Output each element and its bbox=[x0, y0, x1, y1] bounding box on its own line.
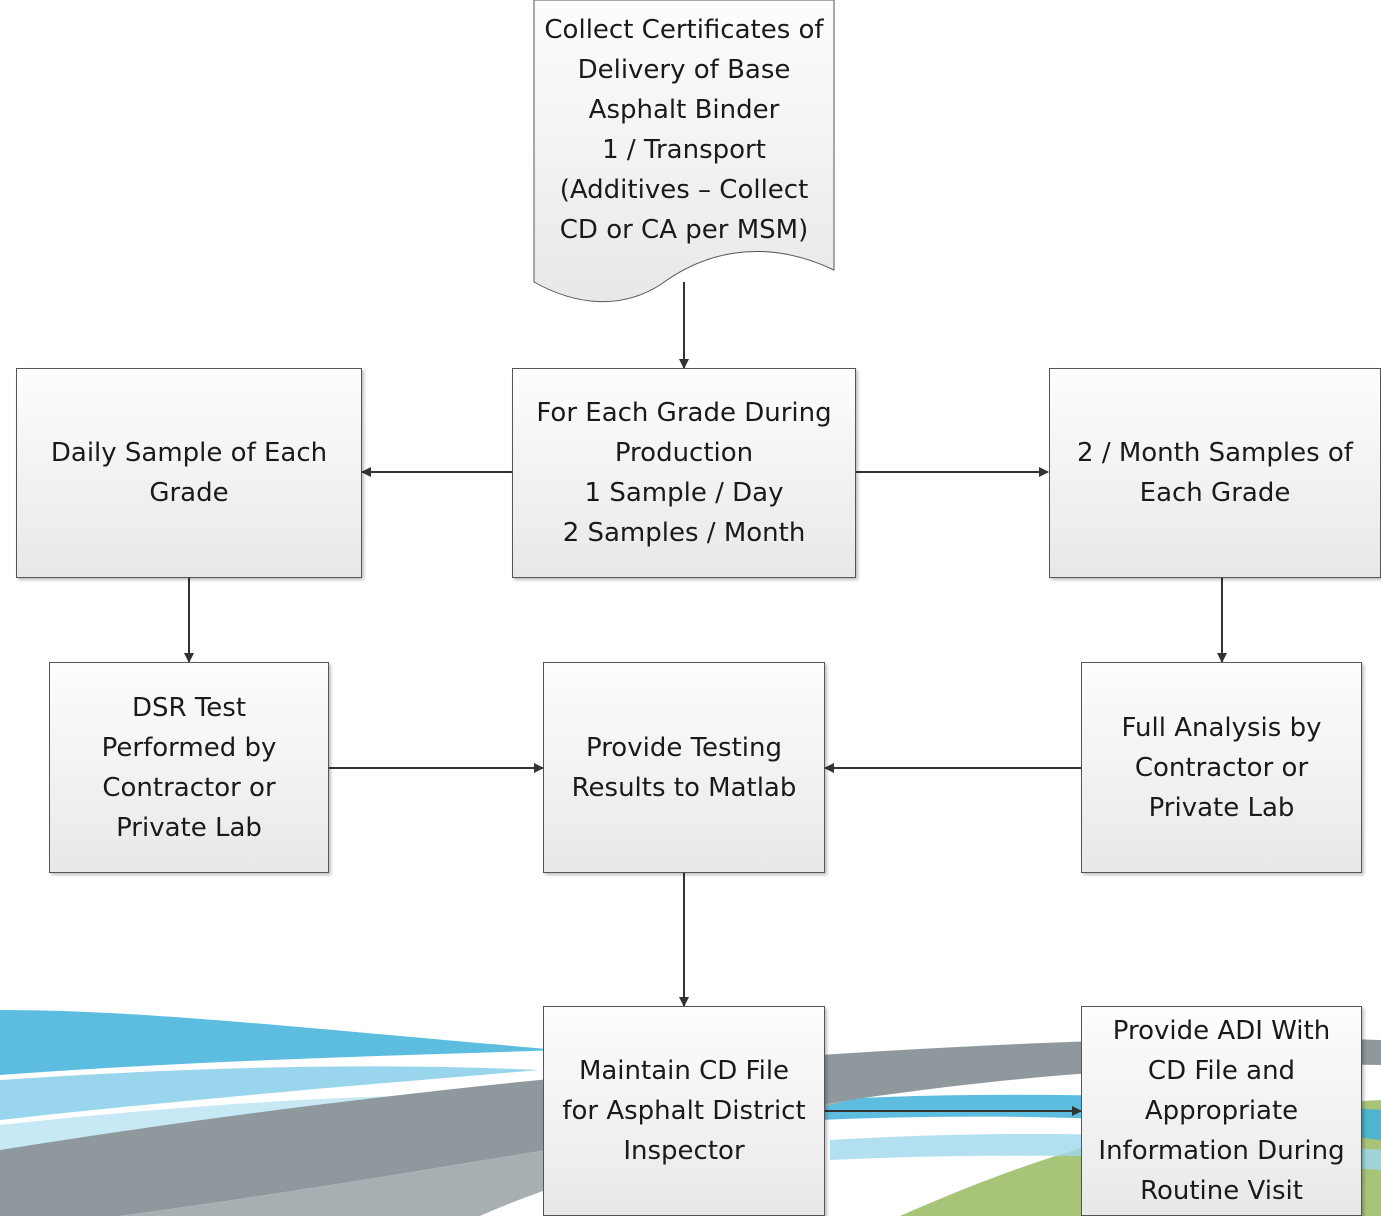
document-shape bbox=[533, 0, 835, 302]
node-each-grade-during-production: For Each Grade During Production 1 Sampl… bbox=[512, 368, 856, 578]
node-daily-sample: Daily Sample of Each Grade bbox=[16, 368, 362, 578]
node-collect-certificates: Collect Certificates of Delivery of Base… bbox=[544, 15, 824, 245]
node-dsr-test: DSR Test Performed by Contractor or Priv… bbox=[49, 662, 329, 873]
node-provide-testing-results: Provide Testing Results to Matlab bbox=[543, 662, 825, 873]
node-maintain-cd-file: Maintain CD File for Asphalt District In… bbox=[543, 1006, 825, 1216]
node-monthly-samples: 2 / Month Samples of Each Grade bbox=[1049, 368, 1381, 578]
node-provide-adi: Provide ADI With CD File and Appropriate… bbox=[1081, 1006, 1362, 1216]
node-full-analysis: Full Analysis by Contractor or Private L… bbox=[1081, 662, 1362, 873]
